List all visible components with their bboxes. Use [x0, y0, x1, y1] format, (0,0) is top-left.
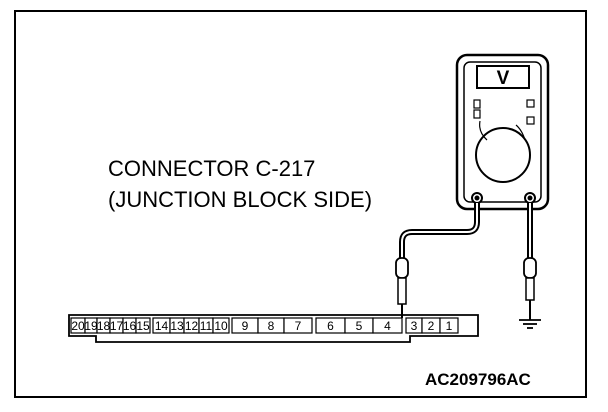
- connector-pin-cell: [135, 317, 151, 334]
- connector-pin-label: 17: [110, 319, 124, 333]
- meter-button-icon: [526, 99, 535, 108]
- connector-pin-label: 7: [295, 319, 302, 333]
- meter-mode-symbol: V: [497, 68, 510, 89]
- meter-display: [476, 65, 530, 89]
- connector-pin-label: 4: [384, 319, 391, 333]
- ground-icon: [519, 319, 541, 329]
- probe-handle: [395, 257, 409, 279]
- probe-handle: [523, 257, 537, 279]
- figure-frame: [14, 10, 587, 398]
- connector-pin-label: 2: [428, 319, 435, 333]
- connector-pin-label: 10: [214, 319, 228, 333]
- meter-dial: [475, 127, 531, 183]
- test-lead-ground: [523, 203, 537, 320]
- voltmeter: V: [455, 53, 550, 211]
- probe-body: [525, 277, 535, 301]
- connector-pin-label: 9: [242, 319, 249, 333]
- meter-button-icon: [526, 116, 535, 125]
- meter-button-icon: [473, 109, 481, 119]
- connector-pin-cell: [212, 317, 230, 334]
- connector-pin-label: 8: [268, 319, 275, 333]
- connector-pin-cell: [372, 317, 403, 334]
- connector-pin-label: 20: [71, 319, 85, 333]
- connector-pin-label: 12: [185, 319, 199, 333]
- connector-pin-label: 14: [155, 319, 169, 333]
- connector-name-label: CONNECTOR C-217: [108, 156, 316, 181]
- connector-pin-label: 1: [446, 319, 453, 333]
- connector-pin-label: 15: [136, 319, 150, 333]
- probe-body: [397, 277, 407, 305]
- connector-pin-label: 13: [170, 319, 184, 333]
- connector-pin-label: 6: [327, 319, 334, 333]
- connector-pin-label: 11: [200, 319, 213, 333]
- meter-button-icon: [473, 99, 481, 109]
- connector-pin-cell: [439, 317, 459, 334]
- connector-pin-label: 16: [123, 319, 137, 333]
- connector-pin-cell: [283, 317, 313, 334]
- test-lead-positive: [395, 203, 480, 318]
- connector-pin-label: 18: [97, 319, 111, 333]
- connector-pin-label: 3: [411, 319, 418, 333]
- figure-code: AC209796AC: [425, 370, 531, 389]
- connector-pin-label: 5: [356, 319, 363, 333]
- connector-pin-label: 19: [84, 319, 98, 333]
- connector-side-label: (JUNCTION BLOCK SIDE): [108, 187, 373, 212]
